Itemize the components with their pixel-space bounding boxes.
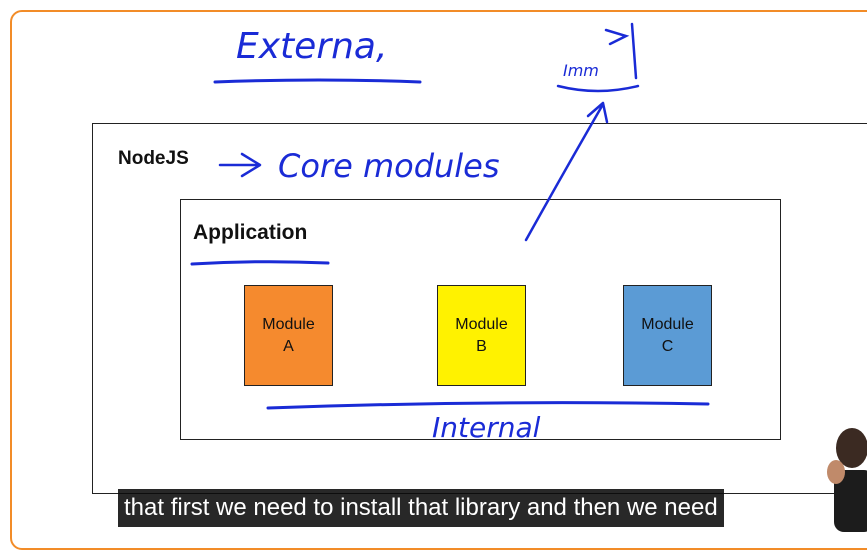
module-c-box: Module C xyxy=(623,285,712,386)
module-b-label-line2: B xyxy=(476,337,487,355)
presenter-avatar xyxy=(827,428,867,532)
module-a-label-line2: A xyxy=(283,337,294,355)
application-label: Application xyxy=(193,221,308,244)
nodejs-label: NodeJS xyxy=(118,148,189,169)
module-a-box: Module A xyxy=(244,285,333,386)
module-a-label-line1: Module xyxy=(262,315,315,333)
module-c-label-line1: Module xyxy=(641,315,694,333)
module-b-box: Module B xyxy=(437,285,526,386)
video-caption: that first we need to install that libra… xyxy=(118,489,724,527)
module-c-label-line2: C xyxy=(661,337,674,355)
module-b-label-line1: Module xyxy=(455,315,508,333)
